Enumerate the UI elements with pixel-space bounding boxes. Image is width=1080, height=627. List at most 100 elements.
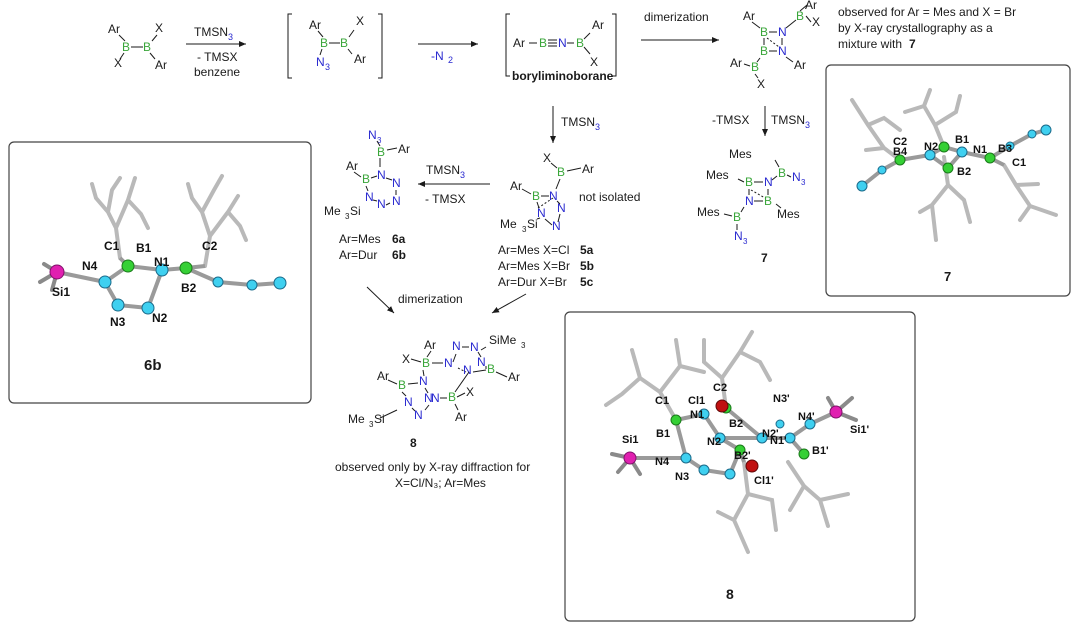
svg-text:N1: N1 <box>690 409 704 421</box>
crystal-6b-title: 6b <box>144 357 162 374</box>
svg-text:N: N <box>778 25 787 39</box>
svg-text:X: X <box>356 14 364 28</box>
svg-text:B2: B2 <box>957 166 971 178</box>
svg-text:3: 3 <box>595 122 600 132</box>
svg-text:5a: 5a <box>580 243 594 257</box>
svg-text:N: N <box>444 356 453 370</box>
svg-text:B: B <box>320 36 328 50</box>
svg-text:Ar: Ar <box>582 162 594 176</box>
svg-text:N: N <box>392 194 401 208</box>
svg-text:N: N <box>404 395 413 409</box>
svg-text:N: N <box>778 44 787 58</box>
svg-text:X: X <box>466 385 474 399</box>
svg-text:B1': B1' <box>812 445 829 457</box>
reactant-b2: B <box>143 40 151 54</box>
step1-arrow: TMSN 3 - TMSX benzene <box>186 25 246 79</box>
step1-reagent: TMSN <box>194 25 228 39</box>
svg-text:B: B <box>760 44 768 58</box>
reactant-diborane: Ar X B B X Ar <box>108 21 167 72</box>
svg-text:B2': B2' <box>734 450 751 462</box>
svg-text:Ar=Mes X=Cl: Ar=Mes X=Cl <box>498 243 569 257</box>
svg-text:N4: N4 <box>82 259 98 273</box>
svg-text:B: B <box>796 9 804 23</box>
svg-text:B: B <box>778 166 786 180</box>
reactant-ar1: Ar <box>108 22 120 36</box>
compound-8-label: 8 <box>410 436 417 450</box>
svg-text:Ar: Ar <box>592 18 604 32</box>
svg-text:Si1: Si1 <box>622 434 639 446</box>
svg-text:7: 7 <box>909 37 916 51</box>
svg-text:Me: Me <box>348 412 365 426</box>
svg-text:N: N <box>414 408 423 422</box>
svg-text:TMSN: TMSN <box>561 115 595 129</box>
svg-text:N: N <box>431 391 440 405</box>
dimer-note: observed for Ar = Mes and X = Br by X-ra… <box>838 5 1016 51</box>
svg-text:B: B <box>733 210 741 224</box>
svg-text:Ar=Mes X=Br: Ar=Mes X=Br <box>498 259 570 273</box>
svg-text:B2: B2 <box>729 418 743 430</box>
svg-text:Mes: Mes <box>729 147 752 161</box>
svg-text:N: N <box>734 229 743 243</box>
svg-text:X: X <box>757 77 765 91</box>
svg-text:Me: Me <box>500 217 517 231</box>
svg-text:C2: C2 <box>893 136 907 148</box>
step2-arrow: -N 2 <box>418 41 478 65</box>
step1-solvent: benzene <box>194 65 240 79</box>
svg-text:N: N <box>470 340 479 354</box>
svg-text:N: N <box>463 363 472 377</box>
svg-text:N: N <box>368 128 377 142</box>
svg-text:Ar: Ar <box>377 369 389 383</box>
svg-text:Ar: Ar <box>424 338 436 352</box>
svg-text:3: 3 <box>325 62 330 72</box>
boryliminoborane-name: boryliminoborane <box>512 69 614 83</box>
svg-text:dimerization: dimerization <box>398 292 463 306</box>
svg-text:N: N <box>377 197 386 211</box>
svg-text:B1: B1 <box>136 241 152 255</box>
svg-text:Mes: Mes <box>706 168 729 182</box>
svg-text:Ar: Ar <box>455 410 467 424</box>
svg-text:TMSN: TMSN <box>426 163 460 177</box>
svg-text:N: N <box>365 190 374 204</box>
svg-text:N3': N3' <box>773 393 790 405</box>
svg-text:SiMe: SiMe <box>489 333 517 347</box>
svg-text:observed for Ar = Mes and X =: observed for Ar = Mes and X = Br <box>838 5 1016 19</box>
svg-text:by X-ray crystallography as a: by X-ray crystallography as a <box>838 21 993 35</box>
svg-text:Ar: Ar <box>309 18 321 32</box>
compound-8: Ar X B N N N N N SiMe 3 B Ar Ar B N N N … <box>335 333 530 490</box>
svg-text:X=Cl/N₃; Ar=Mes: X=Cl/N₃; Ar=Mes <box>395 476 486 490</box>
svg-text:6b: 6b <box>392 248 406 262</box>
svg-text:C1: C1 <box>104 239 120 253</box>
crystal-structure-7: B1 N2 N1 B3 C2 B4 B2 C1 7 <box>825 64 1071 297</box>
svg-text:N4: N4 <box>655 456 670 468</box>
svg-text:3: 3 <box>522 225 527 234</box>
compound-5-labels: Ar=Mes X=Cl 5a Ar=Mes X=Br 5b Ar=Dur X=B… <box>498 243 594 289</box>
svg-text:3: 3 <box>377 136 382 145</box>
svg-text:Ar=Dur: Ar=Dur <box>339 248 377 262</box>
svg-text:N: N <box>549 189 558 203</box>
svg-text:C2: C2 <box>713 382 727 394</box>
svg-text:N: N <box>424 391 433 405</box>
svg-text:B: B <box>377 145 385 159</box>
compound-6: N 3 B Ar Ar B N N N N N Me 3 Si <box>324 128 410 221</box>
svg-text:Ar: Ar <box>513 36 525 50</box>
svg-text:B: B <box>751 60 759 74</box>
svg-text:3: 3 <box>521 341 526 350</box>
crystal-structure-6b: C1 B1 N1 C2 N4 Si1 B2 N3 N2 6b <box>8 141 312 404</box>
svg-text:B3: B3 <box>998 143 1012 155</box>
svg-text:B: B <box>764 194 772 208</box>
svg-text:N4': N4' <box>798 411 815 423</box>
svg-text:B1: B1 <box>955 134 969 146</box>
svg-text:N: N <box>557 201 566 215</box>
svg-text:N3: N3 <box>110 315 126 329</box>
dimerization-arrows-to-8: dimerization <box>366 286 527 314</box>
svg-text:N1: N1 <box>973 144 987 156</box>
svg-text:observed only by X-ray diffrac: observed only by X-ray diffraction for <box>335 460 530 474</box>
svg-text:B: B <box>340 36 348 50</box>
reactant-x2: X <box>114 56 122 70</box>
svg-text:C2: C2 <box>202 239 218 253</box>
svg-text:N: N <box>764 175 773 189</box>
svg-text:Cl1: Cl1 <box>688 395 705 407</box>
step1-byproduct: - TMSX <box>197 50 237 64</box>
arrow-down-to-7: -TMSX TMSN 3 <box>712 106 810 136</box>
